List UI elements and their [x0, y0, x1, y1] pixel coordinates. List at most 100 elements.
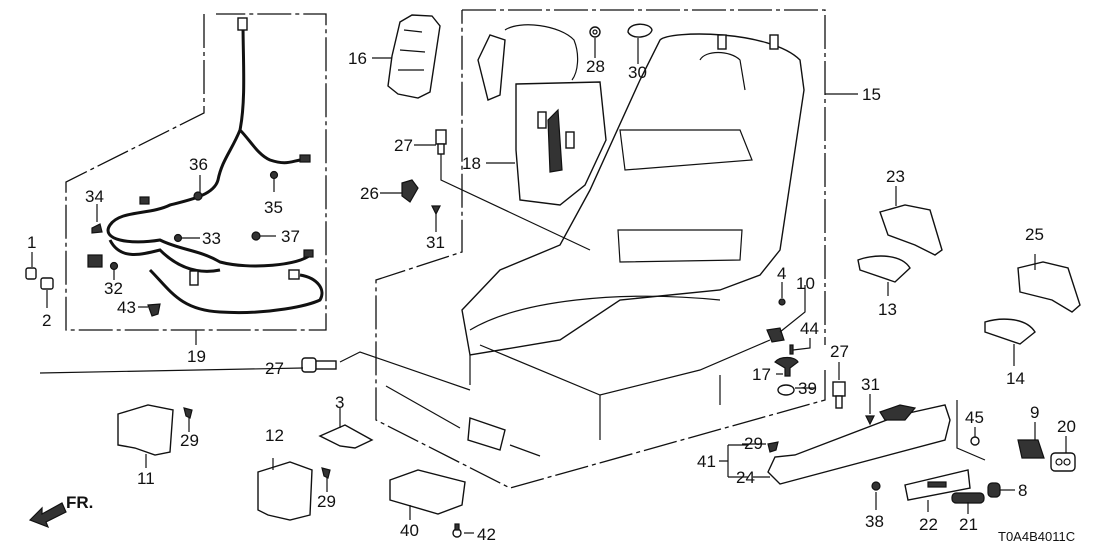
- callout-10: 10: [796, 274, 815, 293]
- callout-35: 35: [264, 198, 283, 217]
- callout-44: 44: [800, 319, 819, 338]
- callout-29-left: 29: [180, 431, 199, 450]
- cap-4: [778, 298, 786, 306]
- callout-27-right: 27: [830, 342, 849, 361]
- knob-21: [951, 492, 985, 504]
- clip-31-upper: [431, 205, 441, 216]
- callout-12: 12: [265, 426, 284, 445]
- clip-36: [193, 191, 203, 201]
- callout-15: 15: [862, 85, 881, 104]
- clip-29-right: [767, 441, 779, 453]
- clip-31-lower: [865, 415, 875, 426]
- callout-40: 40: [400, 521, 419, 540]
- callout-17: 17: [752, 365, 771, 384]
- seat-frame-15: [461, 33, 805, 440]
- callout-20: 20: [1057, 417, 1076, 436]
- clip-32: [109, 261, 119, 271]
- harness-group-box: [65, 13, 327, 331]
- callout-19: 19: [187, 347, 206, 366]
- callout-29-mid: 29: [317, 492, 336, 511]
- callout-21: 21: [959, 515, 978, 534]
- clip-33: [173, 233, 183, 243]
- callout-11: 11: [137, 469, 155, 488]
- callout-27-lower: 27: [265, 359, 284, 378]
- callout-34: 34: [85, 187, 104, 206]
- callout-31-lower: 31: [861, 375, 880, 394]
- clip-34: [91, 223, 103, 234]
- wire-harness-part: [87, 17, 324, 315]
- bracket-3: [318, 424, 374, 449]
- clip-37: [251, 231, 261, 241]
- callout-38: 38: [865, 512, 884, 531]
- callout-2: 2: [42, 311, 51, 330]
- callout-4: 4: [777, 264, 786, 283]
- callout-25: 25: [1025, 225, 1044, 244]
- side-cover-24: [767, 404, 951, 485]
- cover-12: [257, 461, 313, 521]
- nut-28: [589, 26, 601, 38]
- side-cover-16: [387, 14, 441, 99]
- callout-45: 45: [965, 408, 984, 427]
- callout-41: 41: [697, 452, 716, 471]
- bolt-27-upper: [435, 129, 447, 155]
- leader-lines: [31, 38, 1067, 534]
- grommet-39: [777, 384, 795, 396]
- switch-group-box: [956, 400, 986, 461]
- module-40: [389, 469, 466, 515]
- bolt-27-lower: [301, 357, 337, 373]
- cover-25: [1017, 261, 1081, 313]
- cover-14: [984, 318, 1036, 345]
- callout-24: 24: [736, 468, 755, 487]
- pin-44: [789, 344, 794, 355]
- frame-group-box: [375, 9, 826, 489]
- back-panel-18: [477, 24, 607, 206]
- callout-8: 8: [1018, 481, 1027, 500]
- cover-13: [857, 255, 911, 283]
- callout-30: 30: [628, 63, 647, 82]
- screw-42: [452, 523, 462, 538]
- callout-9: 9: [1030, 403, 1039, 422]
- cap-1: [25, 267, 37, 280]
- screw-38: [871, 481, 881, 491]
- motor-assembly: [385, 385, 541, 457]
- callout-43: 43: [117, 298, 136, 317]
- front-direction-arrow: FR.: [28, 493, 93, 529]
- callout-16: 16: [348, 49, 367, 68]
- clip-43: [147, 303, 161, 317]
- callout-18: 18: [462, 154, 481, 173]
- callout-31-upper: 31: [426, 233, 445, 252]
- callout-14: 14: [1006, 369, 1025, 388]
- callout-3: 3: [335, 393, 344, 412]
- switch-panel-22: [904, 469, 971, 501]
- callout-labels: 1 2 3 4 8 9 10 11 12 13 14 15 16 17 18 1…: [27, 49, 1076, 544]
- callout-32: 32: [104, 279, 123, 298]
- knob-8: [987, 482, 1001, 498]
- clip-35: [269, 170, 279, 180]
- cover-23: [879, 204, 943, 256]
- cap-2: [40, 277, 54, 290]
- diagram-code: T0A4B4011C: [998, 529, 1075, 544]
- callout-23: 23: [886, 167, 905, 186]
- callout-22: 22: [919, 515, 938, 534]
- knob-20: [1050, 452, 1076, 472]
- callout-42: 42: [477, 525, 496, 544]
- clip-29-mid: [321, 467, 331, 479]
- callout-27-upper: 27: [394, 136, 413, 155]
- callout-37: 37: [281, 227, 300, 246]
- callout-13: 13: [878, 300, 897, 319]
- callout-33: 33: [202, 229, 221, 248]
- direction-label: FR.: [66, 493, 93, 512]
- callout-28: 28: [586, 57, 605, 76]
- screw-45: [970, 436, 980, 446]
- callout-1: 1: [27, 233, 36, 252]
- clip-29-left: [183, 407, 193, 419]
- clip-17: [774, 356, 799, 377]
- callout-36: 36: [189, 155, 208, 174]
- bracket-26: [401, 179, 419, 203]
- callout-26: 26: [360, 184, 379, 203]
- callout-39: 39: [798, 379, 817, 398]
- cover-11: [117, 404, 174, 456]
- clip-30: [627, 23, 653, 38]
- bolt-27-right: [832, 381, 846, 409]
